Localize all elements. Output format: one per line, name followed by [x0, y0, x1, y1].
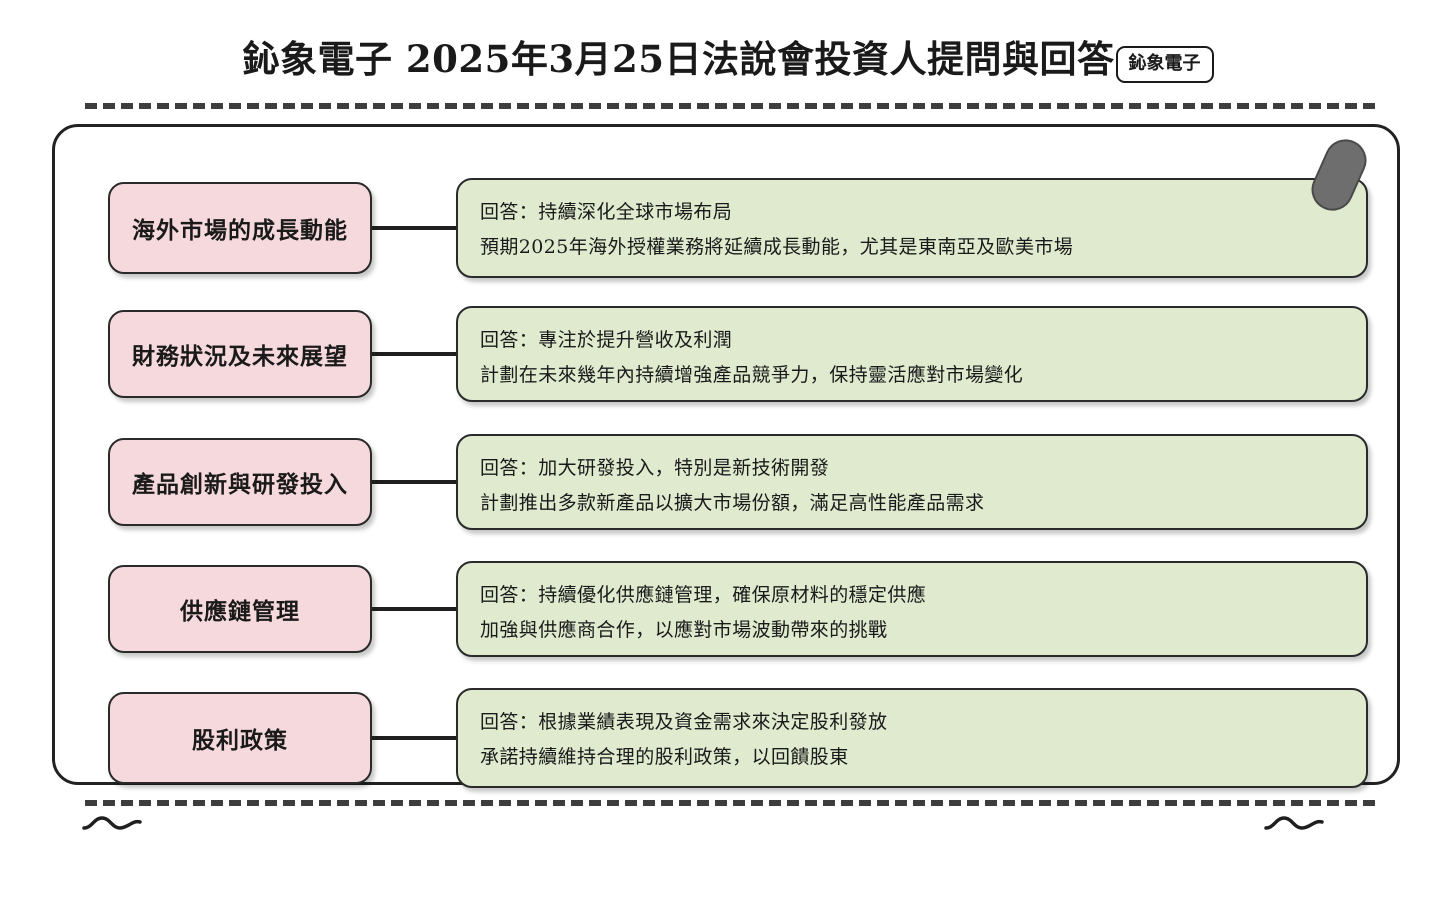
topic-box[interactable]: 產品創新與研發投入: [108, 438, 372, 526]
qa-row: 財務狀況及未來展望 回答：專注於提升營收及利潤 計劃在未來幾年內持續增強產品競爭…: [0, 306, 1456, 402]
connector-line: [372, 226, 458, 230]
topic-box[interactable]: 股利政策: [108, 692, 372, 784]
qa-list: 海外市場的成長動能 回答：持續深化全球市場布局 預期2025年海外授權業務將延續…: [0, 124, 1456, 794]
topic-box[interactable]: 財務狀況及未來展望: [108, 310, 372, 398]
company-badge: 鈊象電子: [1115, 45, 1214, 83]
answer-line: 加強與供應商合作，以應對市場波動帶來的挑戰: [480, 619, 888, 642]
answer-line: 預期2025年海外授權業務將延續成長動能，尤其是東南亞及歐美市場: [480, 236, 1074, 259]
dashed-divider-top: [85, 103, 1375, 109]
answer-line: 回答：持續優化供應鏈管理，確保原材料的穩定供應: [480, 584, 927, 606]
answer-line: 計劃推出多款新產品以擴大市場份額，滿足高性能產品需求: [480, 492, 985, 515]
answer-line: 回答：專注於提升營收及利潤: [480, 329, 733, 351]
qa-row: 股利政策 回答：根據業績表現及資金需求來決定股利發放 承諾持續維持合理的股利政策…: [0, 688, 1456, 788]
connector-line: [372, 352, 458, 356]
qa-row: 海外市場的成長動能 回答：持續深化全球市場布局 預期2025年海外授權業務將延續…: [0, 178, 1456, 278]
answer-line: 回答：加大研發投入，特別是新技術開發: [480, 457, 830, 479]
topic-box[interactable]: 供應鏈管理: [108, 565, 372, 653]
answer-box[interactable]: 回答：持續深化全球市場布局 預期2025年海外授權業務將延續成長動能，尤其是東南…: [456, 178, 1368, 278]
answer-line: 承諾持續維持合理的股利政策，以回饋股東: [480, 746, 849, 769]
dashed-divider-bottom: [85, 800, 1375, 806]
answer-line: 回答：持續深化全球市場布局: [480, 201, 733, 223]
squiggle-icon: [1264, 816, 1324, 830]
answer-box[interactable]: 回答：根據業績表現及資金需求來決定股利發放 承諾持續維持合理的股利政策，以回饋股…: [456, 688, 1368, 788]
page-header: 鈊象電子 2025年3月25日法說會投資人提問與回答 鈊象電子: [0, 28, 1456, 90]
answer-box[interactable]: 回答：加大研發投入，特別是新技術開發 計劃推出多款新產品以擴大市場份額，滿足高性…: [456, 434, 1368, 530]
qa-row: 產品創新與研發投入 回答：加大研發投入，特別是新技術開發 計劃推出多款新產品以擴…: [0, 434, 1456, 530]
answer-line: 計劃在未來幾年內持續增強產品競爭力，保持靈活應對市場變化: [480, 364, 1024, 387]
connector-line: [372, 480, 458, 484]
squiggle-icon: [82, 816, 142, 830]
qa-row: 供應鏈管理 回答：持續優化供應鏈管理，確保原材料的穩定供應 加強與供應商合作，以…: [0, 561, 1456, 657]
connector-line: [372, 607, 458, 611]
answer-box[interactable]: 回答：持續優化供應鏈管理，確保原材料的穩定供應 加強與供應商合作，以應對市場波動…: [456, 561, 1368, 657]
answer-line: 回答：根據業績表現及資金需求來決定股利發放: [480, 711, 888, 733]
connector-line: [372, 736, 458, 740]
page-title: 鈊象電子 2025年3月25日法說會投資人提問與回答: [242, 36, 1115, 81]
answer-box[interactable]: 回答：專注於提升營收及利潤 計劃在未來幾年內持續增強產品競爭力，保持靈活應對市場…: [456, 306, 1368, 402]
topic-box[interactable]: 海外市場的成長動能: [108, 182, 372, 274]
